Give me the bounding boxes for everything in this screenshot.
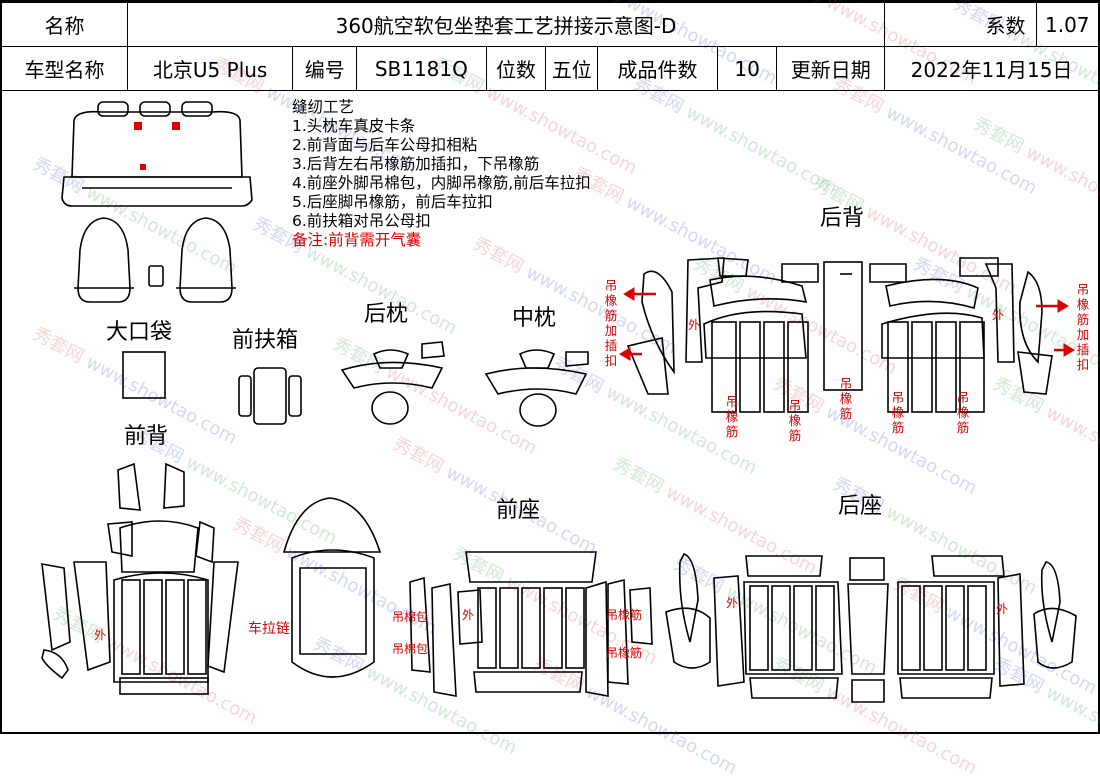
date-value: 2022年11月15日 [884, 46, 1098, 91]
note-item: 5.后座脚吊橡筋，前后车拉扣 [292, 193, 493, 211]
annotation-elastic: 吊橡筋 [725, 394, 739, 439]
name-label: 名称 [2, 2, 128, 47]
rear-seat-pieces [665, 553, 1077, 703]
code-label: 编号 [292, 46, 358, 91]
coef-value: 1.07 [1035, 2, 1098, 47]
front-armrest-pieces [238, 367, 302, 425]
front-seat-pieces [409, 551, 653, 697]
section-big-bag: 大口袋 [106, 320, 173, 345]
seats-label: 位数 [485, 46, 547, 91]
sewing-notes: 缝纫工艺 1.头枕车真皮卡条 2.前背面与后车公母扣相粘 3.后背左右吊橡筋加插… [292, 98, 591, 250]
document-title: 360航空软包坐垫套工艺拼接示意图-D [126, 2, 886, 47]
annotation-outer: 外 [462, 608, 475, 622]
section-front-armrest: 前扶箱 [232, 328, 299, 353]
pieces-label: 成品件数 [597, 46, 718, 91]
note-item: 2.前背面与后车公母扣相粘 [292, 136, 478, 154]
overview-front-seats [74, 217, 236, 303]
seats-value: 五位 [545, 46, 599, 91]
rear-back-arrows [619, 287, 1075, 361]
annotation-elastic: 吊橡筋 [839, 376, 853, 421]
annotation-elastic: 吊橡筋 [606, 646, 643, 660]
annotation-zipper: 车拉链 [248, 621, 290, 637]
annotation-outer: 外 [996, 602, 1009, 616]
note-item: 6.前扶箱对吊公母扣 [292, 212, 431, 230]
section-front-back: 前背 [124, 424, 169, 449]
model-value: 北京U5 Plus [126, 46, 294, 91]
note-item: 4.前座外脚吊棉包，内脚吊橡筋,前后车拉扣 [292, 174, 591, 192]
rear-pillow-pieces [340, 341, 445, 425]
note-remark: 备注:前背需开气囊 [292, 231, 422, 249]
annotation-outer: 外 [992, 308, 1005, 322]
front-back-pieces [41, 462, 239, 695]
section-rear-back: 后背 [820, 206, 865, 231]
annotation-right-elastic-insert: 吊橡筋加插扣 [1076, 282, 1090, 372]
notes-title: 缝纫工艺 [292, 98, 355, 116]
pattern-drawing [41, 101, 1077, 703]
section-front-seat: 前座 [496, 498, 541, 523]
front-back-zipper-panel [282, 497, 382, 678]
annotation-elastic: 吊橡筋 [606, 608, 643, 622]
annotation-outer: 外 [688, 318, 701, 332]
annotation-cotton-bag: 吊棉包 [392, 610, 429, 624]
coef-label: 系数 [884, 2, 1037, 47]
overview-dots [134, 122, 180, 170]
rear-back-pieces [626, 257, 1053, 413]
annotation-elastic: 吊橡筋 [891, 390, 905, 435]
big-bag-piece [122, 351, 166, 399]
model-label: 车型名称 [2, 46, 128, 91]
note-item: 1.头枕车真皮卡条 [292, 117, 416, 135]
section-rear-pillow: 后枕 [364, 302, 409, 327]
section-rear-seat: 后座 [838, 494, 883, 519]
annotation-elastic: 吊橡筋 [788, 398, 802, 443]
annotation-elastic: 吊橡筋 [956, 390, 970, 435]
mid-pillow-pieces [484, 349, 589, 427]
annotation-outer: 外 [726, 596, 739, 610]
header-table: 名称 360航空软包坐垫套工艺拼接示意图-D 系数 1.07 车型名称 北京U5… [2, 2, 1098, 91]
overview-rear-bench [61, 101, 253, 207]
note-item: 3.后背左右吊橡筋加插扣，下吊橡筋 [292, 155, 540, 173]
code-value: SB1181Q [356, 46, 487, 91]
annotation-outer: 外 [94, 628, 107, 642]
annotation-cotton-bag: 吊棉包 [392, 642, 429, 656]
section-mid-pillow: 中枕 [512, 306, 557, 331]
pieces-value: 10 [716, 46, 778, 91]
annotation-left-elastic-insert: 吊橡筋加插扣 [604, 278, 618, 368]
